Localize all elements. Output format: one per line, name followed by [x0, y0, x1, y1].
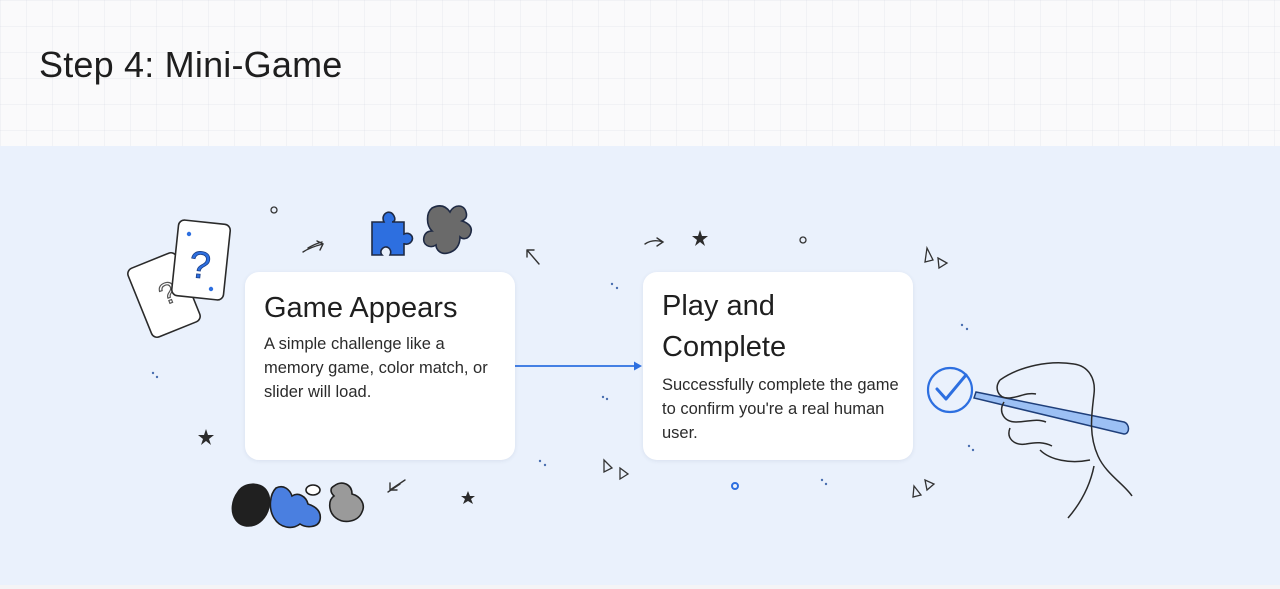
step-card-body: A simple challenge like a memory game, c… [264, 335, 488, 401]
step-card-body: Successfully complete the game to confir… [662, 376, 899, 442]
step-card-title: Game Appears [264, 292, 458, 324]
step-card-play-and-complete: Play and Complete Successfully complete … [643, 272, 913, 460]
slide-title: Step 4: Mini-Game [39, 44, 343, 85]
step-card-game-appears: Game Appears A simple challenge like a m… [245, 272, 515, 460]
bottom-strip [0, 585, 1280, 589]
step-card-title: Play and Complete [662, 290, 787, 363]
illustration-panel [0, 146, 1280, 585]
slide-header: Step 4: Mini-Game [0, 0, 1280, 146]
